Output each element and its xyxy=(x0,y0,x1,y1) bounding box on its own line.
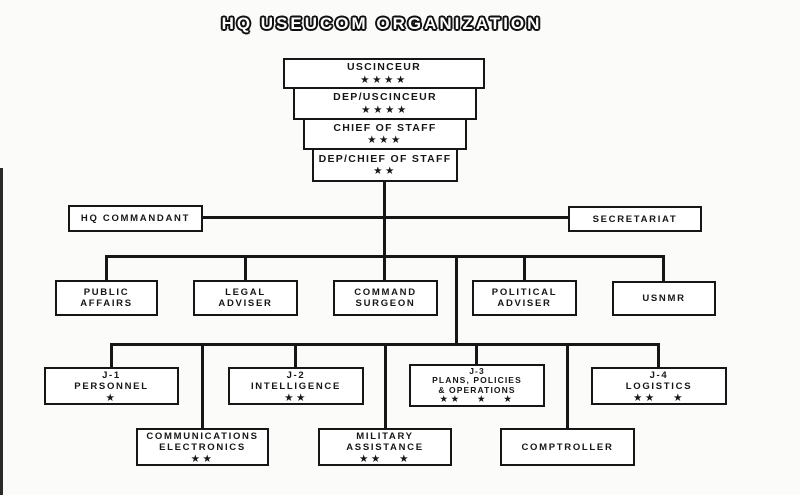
box-label: COMMAND SURGEON xyxy=(354,287,417,309)
box-label: CHIEF OF STAFF xyxy=(333,121,437,134)
box-label: USNMR xyxy=(642,293,686,304)
connector-drop-usnmr xyxy=(662,255,665,282)
rank-stars: ★ xyxy=(105,391,118,404)
box-label: DEP/USCINCEUR xyxy=(333,91,437,104)
connector-drop-comm-electronics xyxy=(201,343,204,430)
rank-stars: ★★ xyxy=(190,452,215,465)
box-j3-plans-policies-operations: J-3 PLANS, POLICIES & OPERATIONS ★★ ★ ★ xyxy=(409,364,545,407)
rank-stars: ★★★★ xyxy=(360,73,408,86)
box-command-surgeon: COMMAND SURGEON xyxy=(333,280,438,316)
box-dep-uscinceur: DEP/USCINCEUR ★★★★ xyxy=(293,87,477,120)
rank-stars: ★★ ★ ★ xyxy=(439,394,515,406)
rank-stars: ★★★★ xyxy=(361,103,409,116)
connector-spine xyxy=(383,181,386,258)
box-public-affairs: PUBLIC AFFAIRS xyxy=(55,280,158,316)
rank-stars: ★★ xyxy=(284,391,308,404)
connector-drop-j2 xyxy=(294,343,297,369)
connector-drop-j3 xyxy=(475,343,478,367)
connector-drop-comptroller xyxy=(566,343,569,430)
box-secretariat: SECRETARIAT xyxy=(568,206,702,232)
connector-drop-j4 xyxy=(657,343,660,369)
rank-stars: ★★ xyxy=(373,165,397,178)
box-label: USCINCEUR xyxy=(346,61,422,74)
connector-staff-row xyxy=(200,216,570,219)
box-label: J-3 PLANS, POLICIES & OPERATIONS xyxy=(432,365,522,395)
box-j1-personnel: J-1 PERSONNEL ★ xyxy=(44,367,179,405)
box-label: PUBLIC AFFAIRS xyxy=(80,287,133,309)
box-label: LEGAL ADVISER xyxy=(218,287,273,309)
connector-drop-j1 xyxy=(110,343,113,369)
box-label: J-4 LOGISTICS xyxy=(625,369,693,392)
box-j4-logistics: J-4 LOGISTICS ★★ ★ xyxy=(591,367,727,405)
box-political-adviser: POLITICAL ADVISER xyxy=(472,280,577,316)
box-uscinceur: USCINCEUR ★★★★ xyxy=(283,58,485,89)
box-label: DEP/CHIEF OF STAFF xyxy=(318,152,452,165)
page-title: HQ USEUCOM ORGANIZATION xyxy=(221,14,543,33)
box-label: HQ COMMANDANT xyxy=(80,213,191,224)
box-usnmr: USNMR xyxy=(612,281,716,316)
rank-stars: ★★★ xyxy=(367,134,403,147)
box-label: MILITARY ASSISTANCE xyxy=(346,430,424,453)
box-j2-intelligence: J-2 INTELLIGENCE ★★ xyxy=(228,367,364,405)
connector-drop-legal-adviser xyxy=(244,255,247,282)
box-label: SECRETARIAT xyxy=(592,213,678,225)
connector-spine-to-directorates xyxy=(455,255,458,346)
connector-drop-military-assistance xyxy=(384,343,387,430)
box-hq-commandant: HQ COMMANDANT xyxy=(68,205,203,232)
rank-stars: ★★ ★ xyxy=(359,452,411,465)
box-legal-adviser: LEGAL ADVISER xyxy=(193,280,298,316)
box-communications-electronics: COMMUNICATIONS ELECTRONICS ★★ xyxy=(136,428,269,466)
box-comptroller: COMPTROLLER xyxy=(500,428,635,466)
box-label: COMPTROLLER xyxy=(521,441,614,453)
rank-stars: ★★ ★ xyxy=(633,391,685,404)
box-dep-chief-of-staff: DEP/CHIEF OF STAFF ★★ xyxy=(312,148,458,182)
connector-drop-public-affairs xyxy=(105,255,108,282)
connector-drop-political-adviser xyxy=(523,255,526,282)
box-label: POLITICAL ADVISER xyxy=(491,287,558,309)
box-chief-of-staff: CHIEF OF STAFF ★★★ xyxy=(303,118,467,150)
box-label: COMMUNICATIONS ELECTRONICS xyxy=(146,430,259,453)
box-military-assistance: MILITARY ASSISTANCE ★★ ★ xyxy=(318,428,452,466)
scan-edge-artifact xyxy=(0,168,3,495)
box-label: J-1 PERSONNEL xyxy=(74,369,149,392)
box-label: J-2 INTELLIGENCE xyxy=(250,369,342,392)
connector-drop-command-surgeon xyxy=(383,255,386,282)
